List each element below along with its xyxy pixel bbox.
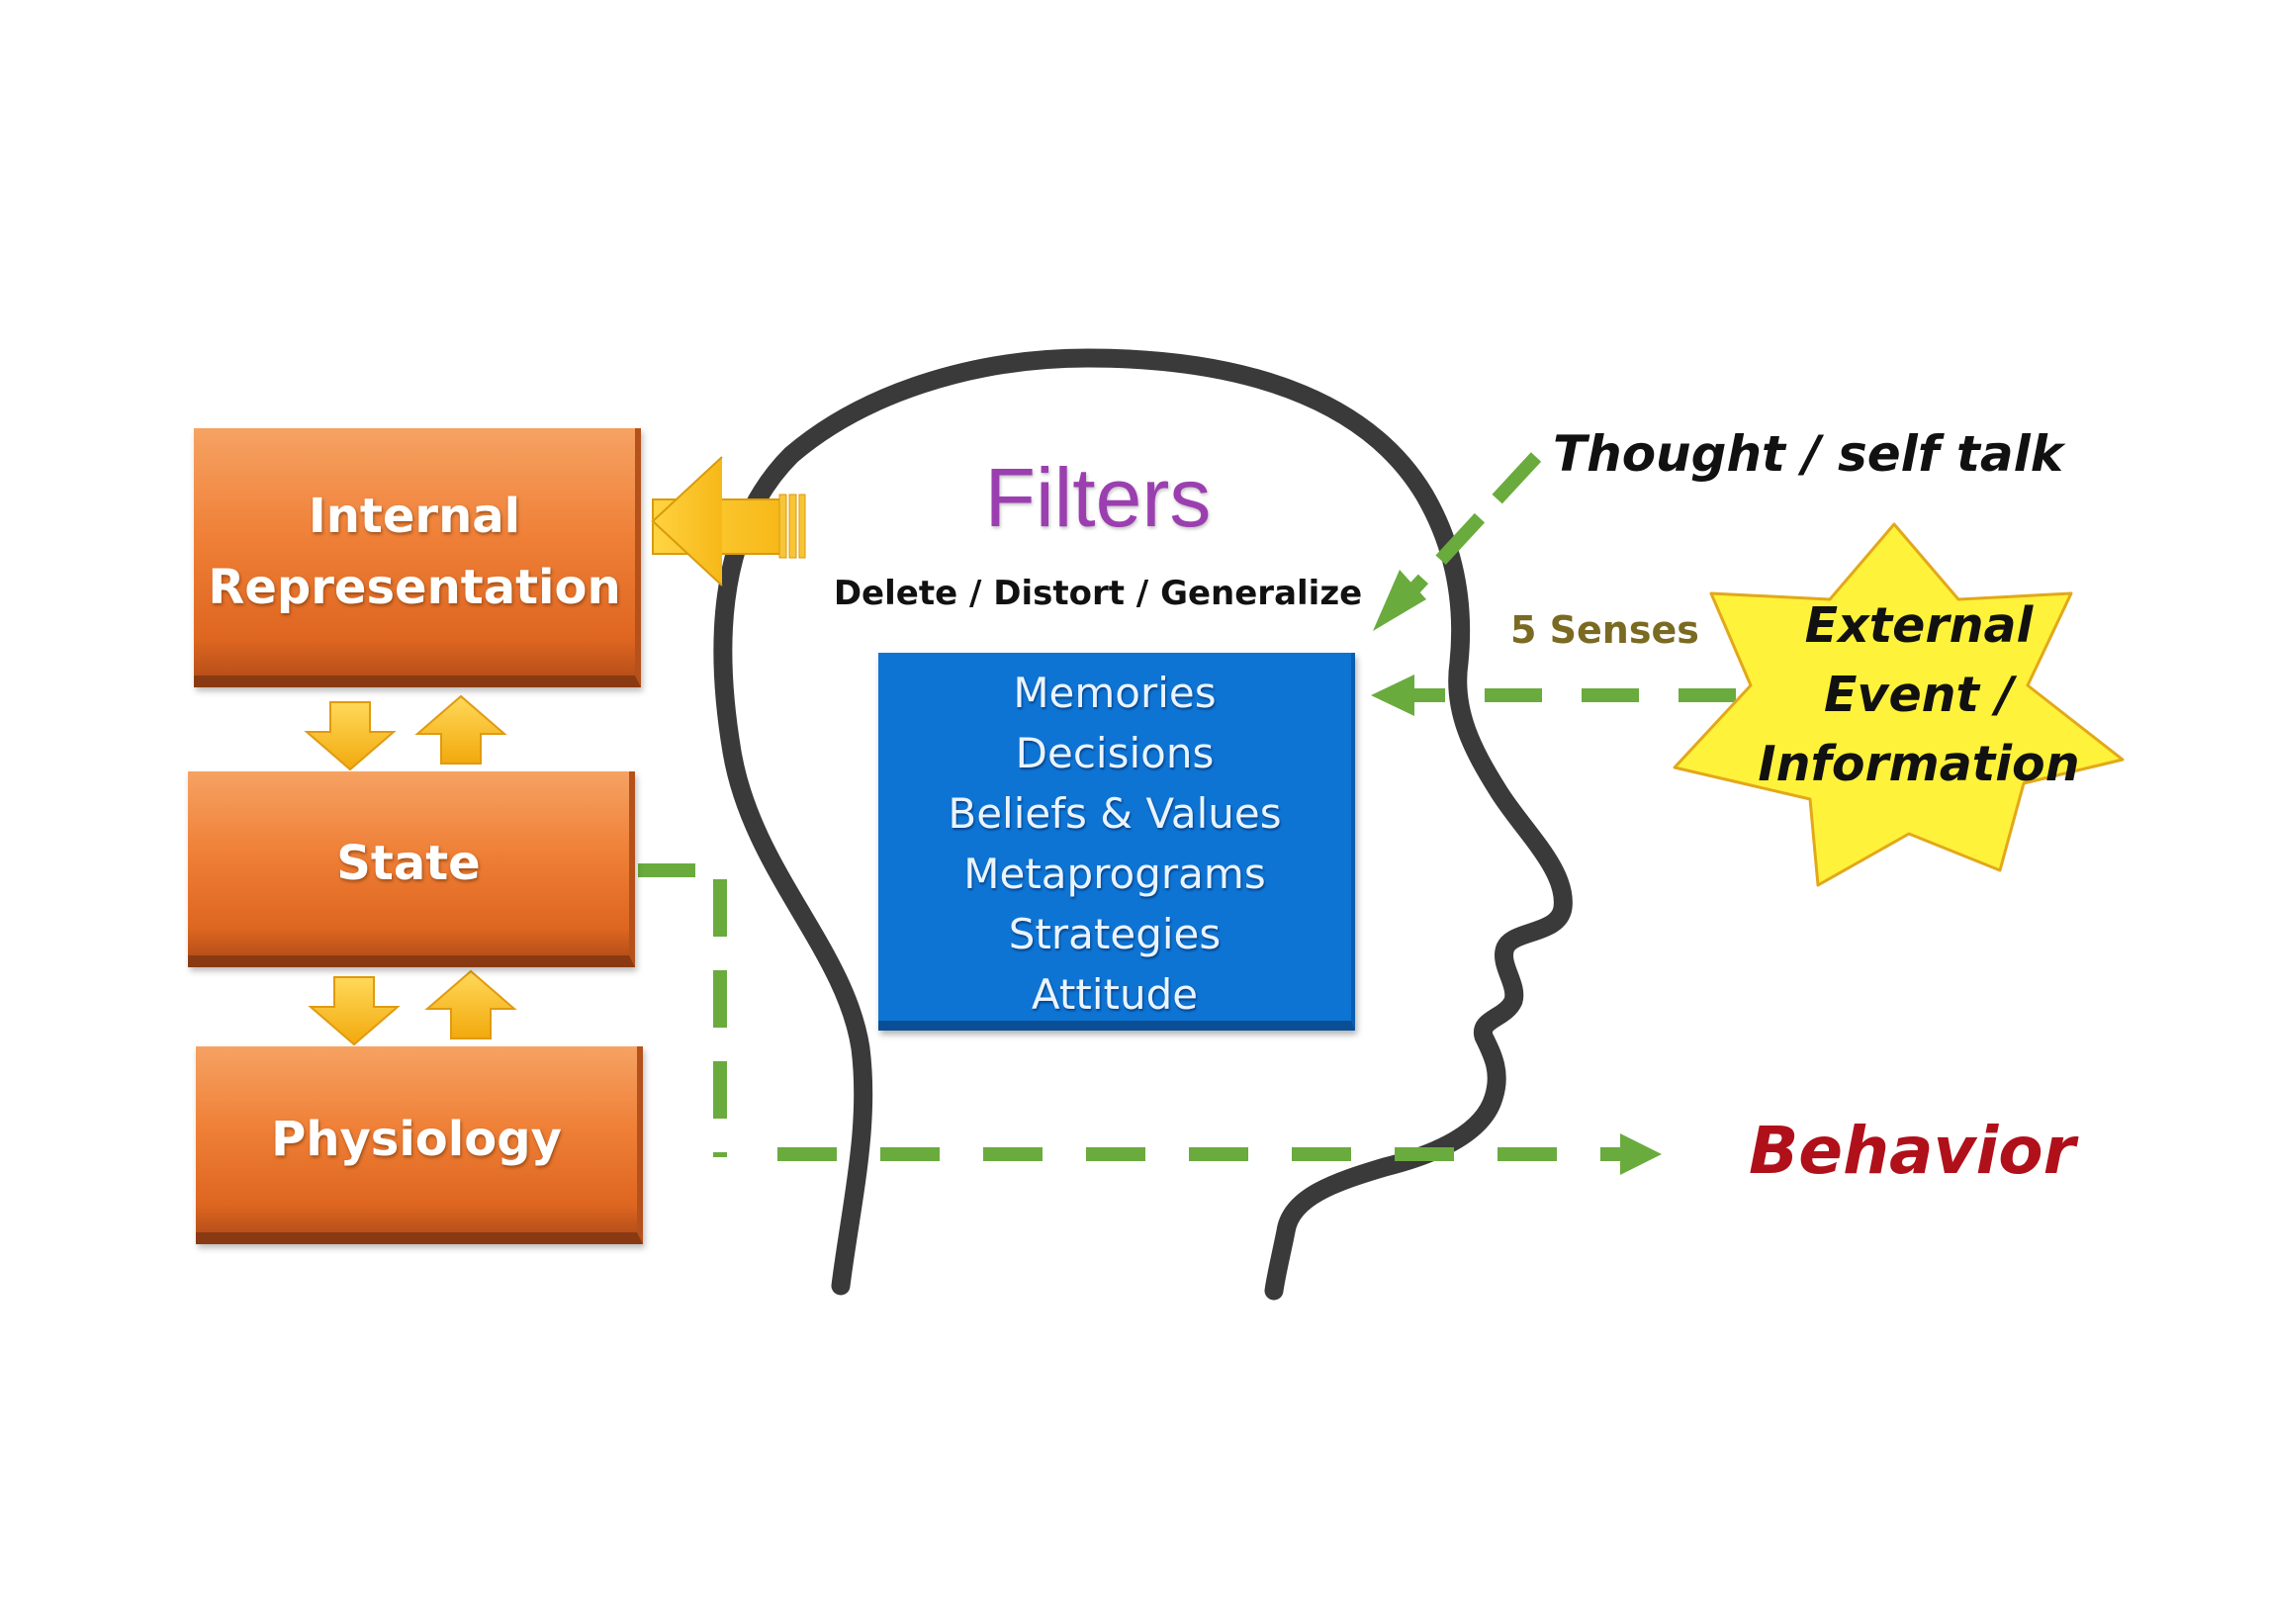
internal-representation-box: Internal Representation xyxy=(194,428,641,687)
internal-representation-line-1: Internal xyxy=(308,489,521,544)
physiology-state-double-arrow-icon xyxy=(308,969,517,1046)
thought-self-talk-label: Thought / self talk xyxy=(1553,425,2064,483)
physiology-label: Physiology xyxy=(271,1112,562,1167)
block-arrow-left-icon xyxy=(651,456,806,586)
filter-item-attitude: Attitude xyxy=(1031,970,1199,1019)
starburst-icon xyxy=(1673,522,2125,887)
filter-item-decisions: Decisions xyxy=(1015,729,1215,777)
filter-item-metaprograms: Metaprograms xyxy=(963,850,1266,898)
head-profile-icon xyxy=(713,348,1573,1301)
filter-item-strategies: Strategies xyxy=(1008,910,1222,958)
state-to-behavior-dashed-arrow xyxy=(638,863,1662,1175)
external-event-line-2: Event / xyxy=(1824,667,2014,723)
external-event-line-1: External xyxy=(1804,597,2034,654)
thought-to-filters-dashed-arrow xyxy=(1373,452,1542,631)
state-box: State xyxy=(188,771,635,967)
physiology-box: Physiology xyxy=(196,1046,643,1244)
filters-title: Filters xyxy=(984,451,1212,544)
external-event-label: External Event / Information xyxy=(1731,591,2107,799)
senses-to-filters-dashed-arrow xyxy=(1371,675,1736,716)
behavior-label: Behavior xyxy=(1749,1113,2076,1189)
filters-list-box: Memories Decisions Beliefs & Values Meta… xyxy=(878,653,1355,1031)
internal-representation-line-2: Representation xyxy=(208,560,621,615)
external-event-line-3: Information xyxy=(1758,736,2080,792)
five-senses-label: 5 Senses xyxy=(1510,608,1699,652)
filter-item-memories: Memories xyxy=(1013,669,1217,717)
state-label: State xyxy=(336,836,481,891)
state-ir-double-arrow-icon xyxy=(304,694,507,771)
filter-item-beliefs-values: Beliefs & Values xyxy=(948,789,1282,838)
filters-subtitle: Delete / Distort / Generalize xyxy=(833,574,1363,613)
